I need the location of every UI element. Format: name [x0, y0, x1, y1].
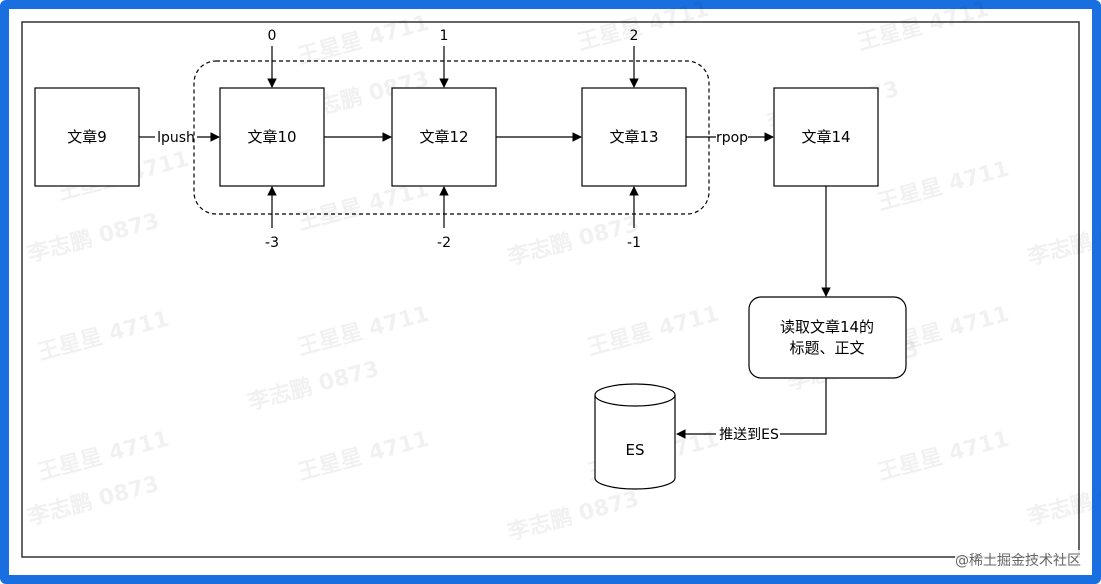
- watermark: 李志鹏 0873: [24, 208, 162, 268]
- watermark: 李志鹏 0873: [1024, 471, 1101, 531]
- node-article9: [34, 87, 140, 187]
- node-read-article: [748, 296, 907, 379]
- index-label: -3: [265, 235, 279, 251]
- watermark: 李志鹏 0873: [504, 486, 642, 546]
- watermark: 王星星 4711: [875, 157, 1012, 216]
- edge-label-rpop: rpop: [716, 130, 748, 146]
- watermark-layer: 王星星 4711 王星星 4711 王星星 4711 王星星 4711 李志鹏 …: [24, 0, 1101, 546]
- node-label: 文章13: [609, 128, 658, 146]
- node-label: 标题、正文: [789, 339, 864, 357]
- source-credit: @稀土掘金技术社区: [955, 550, 1081, 570]
- edge-label-push-es: 推送到ES: [719, 427, 779, 443]
- index-label: -2: [437, 235, 451, 251]
- list-container: [193, 60, 710, 215]
- node-label: ES: [626, 441, 645, 459]
- index-label: 2: [630, 28, 639, 44]
- node-article14: [773, 87, 879, 187]
- index-label: -1: [627, 235, 641, 251]
- node-label: 文章10: [247, 128, 296, 146]
- canvas-border: [21, 21, 1080, 558]
- index-label: 1: [440, 28, 449, 44]
- node-label: 读取文章14的: [780, 318, 874, 336]
- watermark: 王星星 4711: [855, 0, 992, 56]
- node-label: 文章14: [801, 128, 850, 146]
- es-database-icon: [594, 383, 676, 490]
- node-label: 文章12: [419, 128, 468, 146]
- node-article10: [219, 87, 325, 187]
- watermark: 王星星 4711: [295, 302, 432, 361]
- watermark: 李志鹏 0873: [244, 356, 382, 416]
- index-label: 0: [268, 28, 277, 44]
- watermark: 王星星 4711: [585, 302, 722, 361]
- node-article13: [581, 87, 687, 187]
- watermark: 王星星 4711: [875, 427, 1012, 486]
- watermark: 王星星 4711: [575, 0, 712, 56]
- edge-line: [780, 378, 827, 435]
- node-label: 文章9: [67, 128, 107, 146]
- edge-label-lpush: lpush: [157, 130, 195, 146]
- watermark: 李志鹏 0873: [504, 211, 642, 271]
- watermark: 王星星 4711: [295, 427, 432, 486]
- watermark: 王星星 4711: [35, 307, 172, 366]
- watermark: 李志鹏 0873: [1024, 211, 1101, 271]
